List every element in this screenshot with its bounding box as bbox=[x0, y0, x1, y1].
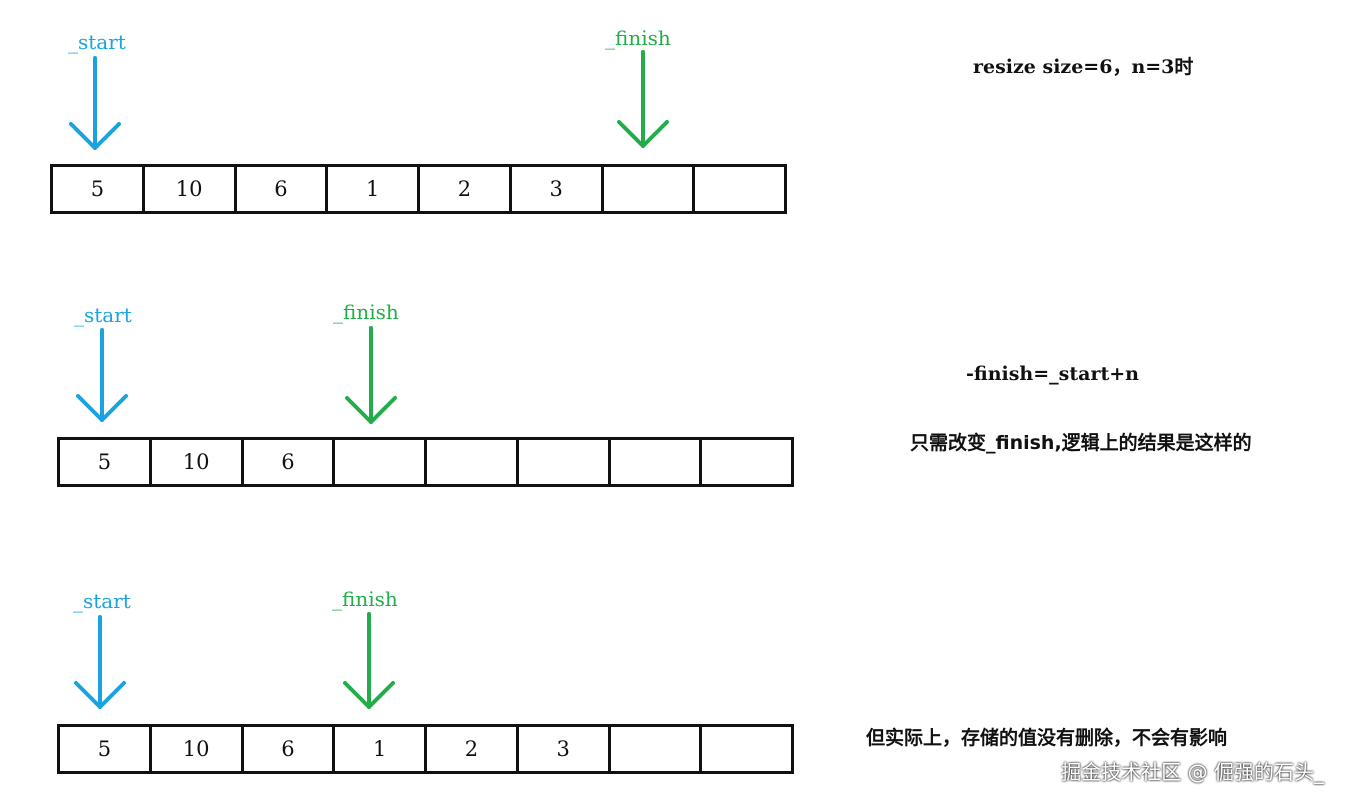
start-pointer-label-2: _start bbox=[74, 303, 132, 327]
finish-pointer-label-1: _finish bbox=[605, 26, 671, 50]
array-cell: 1 bbox=[328, 167, 420, 211]
array-cell: 6 bbox=[244, 727, 336, 771]
array-cell: 3 bbox=[512, 167, 604, 211]
finish-pointer-label-3: _finish bbox=[332, 587, 398, 611]
array-cell bbox=[427, 440, 519, 484]
array-cell: 5 bbox=[60, 727, 152, 771]
array-cell bbox=[702, 727, 791, 771]
array-cell bbox=[695, 167, 784, 211]
finish-arrow-3 bbox=[343, 612, 395, 709]
array-cell: 2 bbox=[420, 167, 512, 211]
finish-arrow-2 bbox=[345, 326, 397, 424]
array-cell bbox=[611, 727, 703, 771]
array-cell: 1 bbox=[335, 727, 427, 771]
start-pointer-label-1: _start bbox=[68, 30, 126, 54]
array-cell: 5 bbox=[53, 167, 145, 211]
watermark: 掘金技术社区 @ 倔强的石头_ bbox=[1061, 760, 1324, 784]
array-cell: 10 bbox=[152, 440, 244, 484]
array-cell: 10 bbox=[152, 727, 244, 771]
array-cell bbox=[604, 167, 696, 211]
array-cell: 6 bbox=[244, 440, 336, 484]
start-arrow-1 bbox=[69, 56, 121, 150]
array-cell: 6 bbox=[237, 167, 329, 211]
array-cell bbox=[611, 440, 703, 484]
array-cell bbox=[335, 440, 427, 484]
start-pointer-label-3: _start bbox=[73, 589, 131, 613]
array-cell: 10 bbox=[145, 167, 237, 211]
start-arrow-3 bbox=[74, 615, 126, 709]
array-cell: 3 bbox=[519, 727, 611, 771]
array-cell: 2 bbox=[427, 727, 519, 771]
storage-note: 但实际上，存储的值没有删除，不会有影响 bbox=[866, 727, 1228, 749]
logical-result-note: 只需改变_finish,逻辑上的结果是这样的 bbox=[910, 432, 1252, 454]
resize-title: resize size=6，n=3时 bbox=[973, 56, 1194, 78]
start-arrow-2 bbox=[76, 328, 128, 422]
finish-arrow-1 bbox=[617, 50, 669, 148]
array-cell bbox=[702, 440, 791, 484]
array-cell: 5 bbox=[60, 440, 152, 484]
finish-pointer-label-2: _finish bbox=[333, 300, 399, 324]
finish-formula: -finish=_start+n bbox=[966, 363, 1139, 385]
array-cell bbox=[519, 440, 611, 484]
